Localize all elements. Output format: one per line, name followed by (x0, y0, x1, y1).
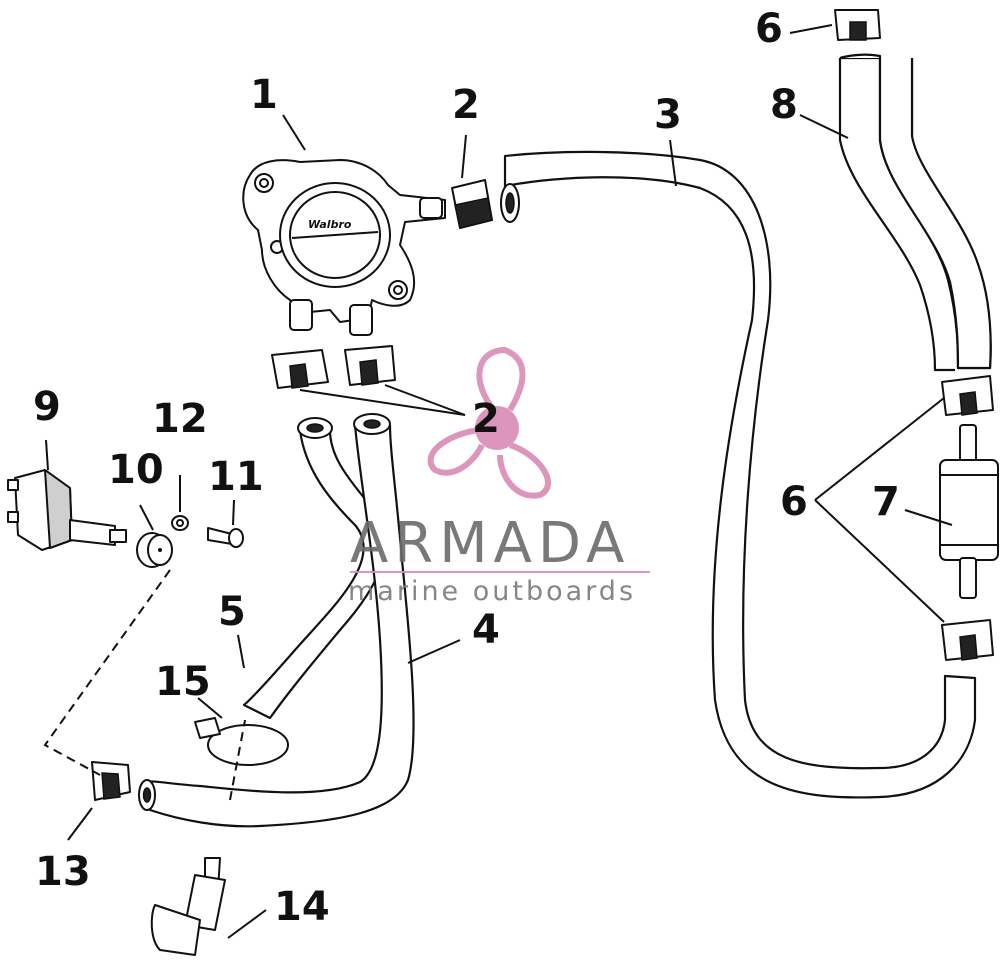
hose-4 (138, 413, 415, 828)
callout-13: 13 (35, 849, 91, 895)
fitting-14 (150, 857, 226, 956)
callout-9: 9 (33, 384, 61, 430)
clamp-2-left (271, 349, 329, 389)
hose-3 (500, 150, 977, 799)
callout-3: 3 (654, 92, 682, 138)
callout-15: 15 (155, 659, 211, 705)
clamp-2-right (344, 345, 396, 386)
grommet-10 (136, 532, 173, 568)
callout-2-top: 2 (452, 82, 480, 128)
fuel-pump: Walbro (242, 159, 446, 336)
callout-8: 8 (770, 82, 798, 128)
screw-11 (207, 527, 244, 548)
watermark-title: ARMADA (350, 511, 630, 576)
callout-6-middle: 6 (780, 479, 808, 525)
callouts: 1 2 3 2 6 8 9 12 10 11 6 7 5 4 15 13 14 (33, 6, 900, 930)
clamp-13 (91, 761, 131, 801)
washer-12 (171, 515, 189, 531)
fuel-filter (939, 424, 999, 599)
pump-brand-label: Walbro (308, 218, 352, 231)
leader-lines (45, 24, 953, 939)
dashed-connector-2 (229, 719, 246, 801)
clamp-6-lower (941, 619, 994, 661)
primer-valve (7, 469, 127, 551)
callout-14: 14 (274, 884, 330, 930)
callout-7: 7 (872, 479, 900, 525)
callout-5: 5 (218, 589, 246, 635)
callout-10: 10 (108, 447, 164, 493)
callout-4: 4 (472, 607, 500, 653)
callout-12: 12 (152, 396, 208, 442)
propeller-icon (427, 346, 551, 499)
clamp-6-upper (941, 375, 994, 416)
clamp-2-pump-outlet (451, 179, 493, 229)
watermark-subtitle: marine outboards (348, 576, 636, 607)
callout-1: 1 (250, 72, 278, 118)
watermark: ARMADA marine outboards (348, 346, 650, 607)
callout-11: 11 (208, 454, 264, 500)
dashed-connector (43, 569, 171, 776)
callout-2-lower: 2 (472, 396, 500, 442)
clamp-6-top (834, 9, 881, 41)
ring-clamp-15 (194, 717, 289, 766)
hose-8 (838, 53, 992, 372)
callout-6-top: 6 (755, 6, 783, 52)
